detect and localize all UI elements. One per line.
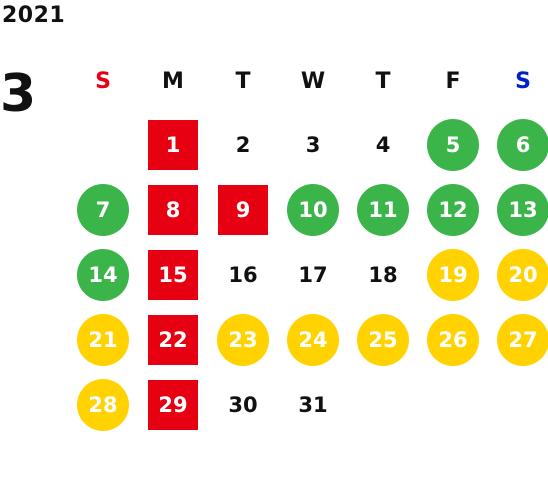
day-cell[interactable]: 10 [278, 177, 348, 242]
day-cell[interactable]: 11 [348, 177, 418, 242]
day-cell[interactable]: 4 [348, 112, 418, 177]
day-number: 3 [305, 132, 321, 157]
day-cell[interactable]: 7 [68, 177, 138, 242]
day-number: 6 [497, 118, 548, 171]
day-cell[interactable]: 19 [418, 242, 488, 307]
day-cell[interactable]: 15 [138, 242, 208, 307]
day-cell[interactable]: 9 [208, 177, 278, 242]
day-cell[interactable]: 3 [278, 112, 348, 177]
day-number: 5 [427, 118, 479, 171]
day-number: 1 [148, 119, 198, 170]
day-number: 4 [375, 132, 391, 157]
day-cell[interactable]: 21 [68, 307, 138, 372]
day-number: 26 [427, 313, 479, 366]
day-number: 7 [77, 183, 129, 236]
day-number: 15 [148, 249, 198, 300]
day-number: 31 [298, 392, 328, 417]
day-number: 14 [77, 248, 129, 301]
day-cell[interactable]: 27 [488, 307, 548, 372]
day-cell[interactable]: 2 [208, 112, 278, 177]
empty-cell [68, 112, 138, 177]
day-number: 22 [148, 314, 198, 365]
day-cell[interactable]: 30 [208, 372, 278, 437]
day-number: 27 [497, 313, 548, 366]
day-cell[interactable]: 12 [418, 177, 488, 242]
day-number: 16 [228, 262, 258, 287]
calendar-month: 3 [0, 64, 37, 124]
day-cell[interactable]: 26 [418, 307, 488, 372]
weekday-header: T [235, 68, 251, 94]
day-number: 10 [287, 183, 339, 236]
day-number: 25 [357, 313, 409, 366]
day-number: 12 [427, 183, 479, 236]
day-cell[interactable]: 25 [348, 307, 418, 372]
day-number: 18 [368, 262, 398, 287]
day-cell[interactable]: 13 [488, 177, 548, 242]
day-number: 24 [287, 313, 339, 366]
day-number: 11 [357, 183, 409, 236]
day-number: 13 [497, 183, 548, 236]
day-number: 2 [235, 132, 251, 157]
day-cell[interactable]: 16 [208, 242, 278, 307]
day-cell[interactable]: 29 [138, 372, 208, 437]
weekday-header: S [515, 68, 531, 94]
day-number: 29 [148, 379, 198, 430]
day-cell[interactable]: 18 [348, 242, 418, 307]
day-cell[interactable]: 5 [418, 112, 488, 177]
weekday-header: F [445, 68, 461, 94]
weekday-header: S [95, 68, 111, 94]
day-number: 28 [77, 378, 129, 431]
day-cell[interactable]: 14 [68, 242, 138, 307]
day-cell[interactable]: 28 [68, 372, 138, 437]
day-number: 23 [217, 313, 269, 366]
day-number: 19 [427, 248, 479, 301]
day-number: 9 [218, 184, 268, 235]
day-number: 30 [228, 392, 258, 417]
day-cell[interactable]: 31 [278, 372, 348, 437]
day-cell[interactable]: 6 [488, 112, 548, 177]
day-number: 21 [77, 313, 129, 366]
day-cell[interactable]: 17 [278, 242, 348, 307]
day-number: 17 [298, 262, 328, 287]
day-cell[interactable]: 24 [278, 307, 348, 372]
day-cell[interactable]: 20 [488, 242, 548, 307]
day-cell[interactable]: 22 [138, 307, 208, 372]
day-cell[interactable]: 8 [138, 177, 208, 242]
day-cell[interactable]: 23 [208, 307, 278, 372]
day-cell[interactable]: 1 [138, 112, 208, 177]
day-number: 8 [148, 184, 198, 235]
weekday-header: T [375, 68, 391, 94]
calendar-year: 2021 [2, 3, 66, 28]
weekday-header: W [300, 68, 326, 94]
weekday-header: M [162, 68, 184, 94]
day-number: 20 [497, 248, 548, 301]
